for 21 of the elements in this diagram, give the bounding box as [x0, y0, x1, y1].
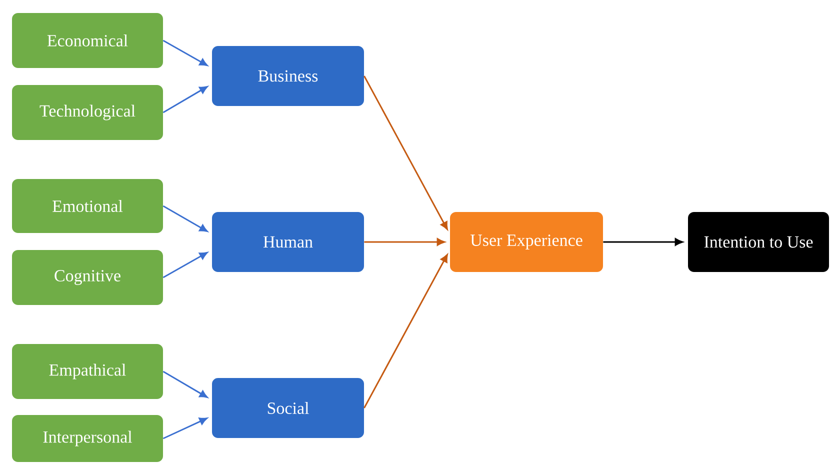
category-box: Interpersonal	[12, 415, 163, 462]
outcome-box: Intention to Use	[688, 212, 829, 272]
arrow	[162, 205, 208, 232]
arrow	[603, 238, 683, 246]
category-box: Emotional	[12, 179, 163, 233]
dimension-box: Social	[212, 378, 364, 438]
category-box: Economical	[12, 13, 163, 68]
arrow	[162, 370, 208, 398]
dimension-box: Business	[212, 46, 364, 106]
arrow	[162, 86, 208, 114]
arrow	[162, 418, 208, 440]
category-box: Cognitive	[12, 250, 163, 305]
category-box: Empathical	[12, 344, 163, 399]
category-box: Technological	[12, 85, 163, 140]
arrow	[162, 40, 208, 66]
arrow	[364, 254, 448, 408]
arrow	[364, 76, 448, 230]
arrow	[364, 238, 445, 246]
experience-box: User Experience	[450, 212, 603, 272]
arrow	[162, 252, 208, 278]
dimension-box: Human	[212, 212, 364, 272]
